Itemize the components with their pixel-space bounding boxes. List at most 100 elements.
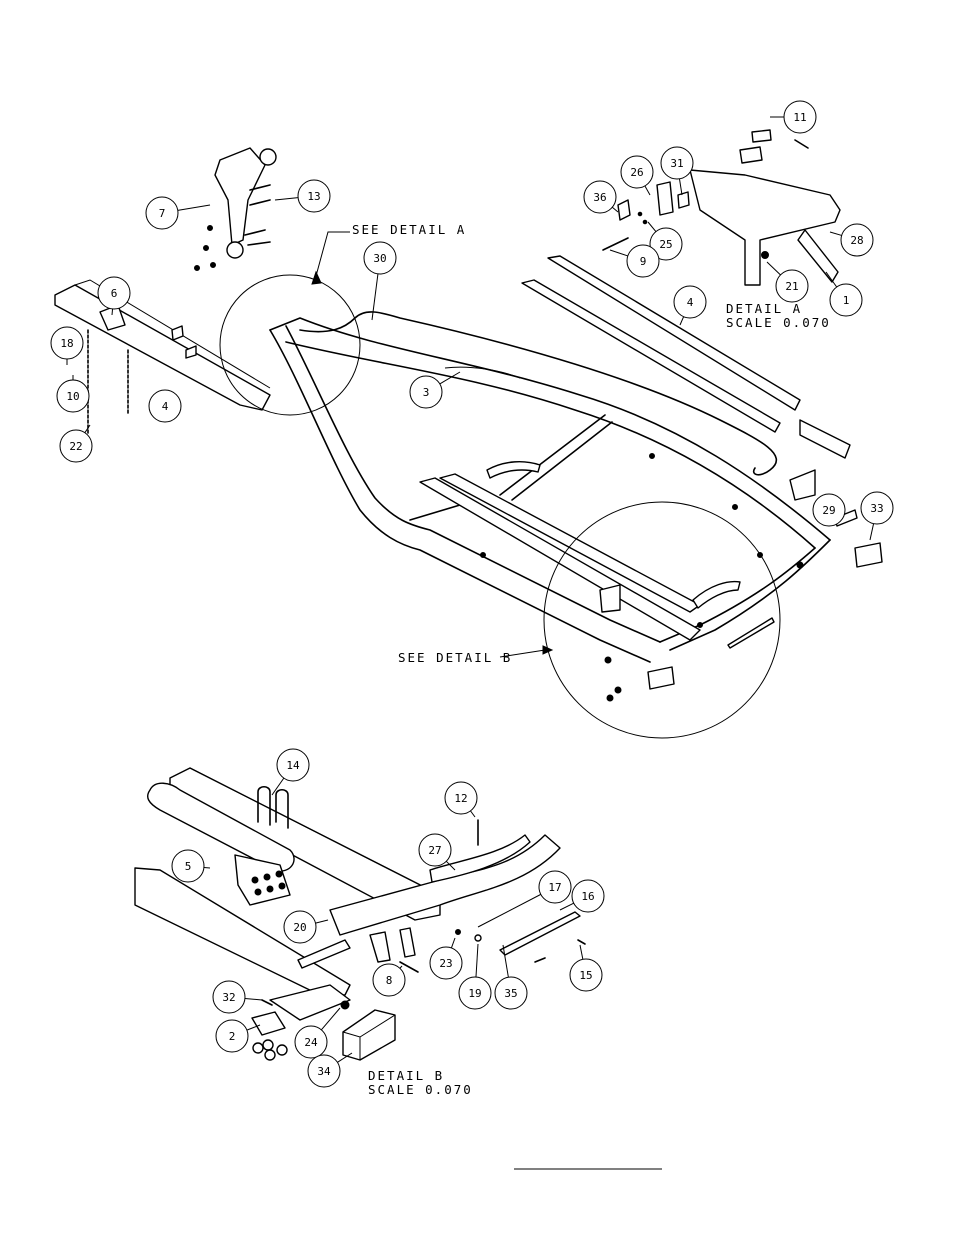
callout-35: 35 (494, 944, 528, 1010)
callout-4b: 4 (673, 285, 707, 326)
callout-leader (177, 204, 211, 211)
detail-a-title: DETAIL A (726, 301, 802, 316)
callout-leader (679, 316, 685, 326)
callout-26: 26 (620, 155, 654, 196)
callout-leader (579, 944, 584, 960)
winch-stand (194, 147, 277, 271)
callout-circle (649, 227, 683, 261)
callout-18: 18 (50, 326, 84, 365)
callout-circle (444, 781, 478, 815)
bracket-holes (251, 870, 286, 896)
callout-label: 23 (439, 957, 452, 970)
callout-22: 22 (59, 424, 93, 463)
detail-a-scale: SCALE 0.070 (726, 315, 831, 330)
callout-circle (59, 429, 93, 463)
callout-label: 30 (373, 252, 386, 265)
callout-27: 27 (418, 833, 456, 871)
callout-circle (860, 491, 894, 525)
callout-label: 32 (222, 991, 235, 1004)
callout-33: 33 (860, 491, 894, 541)
callout-circle (569, 958, 603, 992)
see-detail-a-note: SEE DETAIL A (352, 222, 466, 237)
callout-leader (678, 178, 683, 196)
callout-label: 12 (454, 792, 467, 805)
callout-4a: 4 (148, 389, 182, 423)
callout-label: 17 (548, 881, 561, 894)
callout-leader (244, 997, 263, 1001)
callout-circle (307, 1054, 341, 1088)
callout-label: 11 (793, 111, 806, 124)
callout-label: 26 (630, 166, 643, 179)
callout-circle (829, 283, 863, 317)
callout-leader (559, 902, 574, 911)
callout-circle (626, 244, 660, 278)
callout-circle (409, 375, 443, 409)
callout-label: 14 (286, 759, 300, 772)
callout-label: 21 (785, 280, 798, 293)
callout-circle (97, 276, 131, 310)
callout-29: 29 (812, 493, 846, 527)
callout-label: 1 (843, 294, 850, 307)
callout-leader (475, 943, 479, 978)
detail-b-scale: SCALE 0.070 (368, 1082, 473, 1097)
callout-circle (215, 1019, 249, 1053)
callout-label: 19 (468, 987, 481, 1000)
detail-a-hardware (602, 129, 841, 286)
callout-circle (673, 285, 707, 319)
main-trailer-frame (269, 255, 883, 702)
callout-label: 5 (185, 860, 192, 873)
callout-circle (50, 326, 84, 360)
detail-b-zoom-circle (543, 501, 781, 739)
callout-label: 9 (640, 255, 647, 268)
callout-label: 34 (317, 1065, 331, 1078)
callout-label: 4 (162, 400, 169, 413)
callout-leader (371, 273, 379, 321)
callout-circle (418, 833, 452, 867)
callout-leader (477, 893, 542, 928)
callout-label: 20 (293, 921, 306, 934)
callout-label: 8 (386, 974, 393, 987)
callout-circle (458, 976, 492, 1010)
callout-5: 5 (171, 849, 211, 883)
callout-leader (445, 860, 456, 871)
detail-b-assembly (134, 767, 586, 1061)
callout-label: 27 (428, 844, 441, 857)
callout-label: 31 (670, 157, 683, 170)
callout-leader (439, 371, 461, 385)
callout-6: 6 (97, 276, 131, 316)
callout-circle (583, 180, 617, 214)
callout-circle (812, 493, 846, 527)
callout-circle (494, 976, 528, 1010)
callout-label: 25 (659, 238, 672, 251)
callout-23: 23 (429, 937, 463, 980)
tongue-assembly (54, 279, 271, 436)
callout-label: 36 (593, 191, 606, 204)
callout-circle (56, 379, 90, 413)
callout-17: 17 (477, 870, 572, 928)
callout-circle (538, 870, 572, 904)
callout-label: 16 (581, 890, 594, 903)
callout-label: 28 (850, 234, 863, 247)
callout-leader (399, 965, 403, 969)
callout-25: 25 (647, 221, 683, 261)
callout-circle (171, 849, 205, 883)
callout-circle (145, 196, 179, 230)
callout-label: 33 (870, 502, 883, 515)
callout-circle (294, 1025, 328, 1059)
detail-b-title: DETAIL B (368, 1068, 444, 1083)
callout-label: 24 (304, 1036, 318, 1049)
callout-31: 31 (660, 146, 694, 196)
callout-label: 35 (504, 987, 517, 1000)
callout-label: 7 (159, 207, 166, 220)
callout-label: 3 (423, 386, 430, 399)
callout-leader (84, 424, 91, 433)
callout-label: 13 (307, 190, 320, 203)
callout-circle (840, 223, 874, 257)
callout-2: 2 (215, 1019, 261, 1053)
see-detail-b-note: SEE DETAIL B (398, 650, 512, 665)
callout-8: 8 (372, 963, 406, 997)
callout-circle (372, 963, 406, 997)
callout-36: 36 (583, 180, 619, 214)
callout-label: 18 (60, 337, 73, 350)
